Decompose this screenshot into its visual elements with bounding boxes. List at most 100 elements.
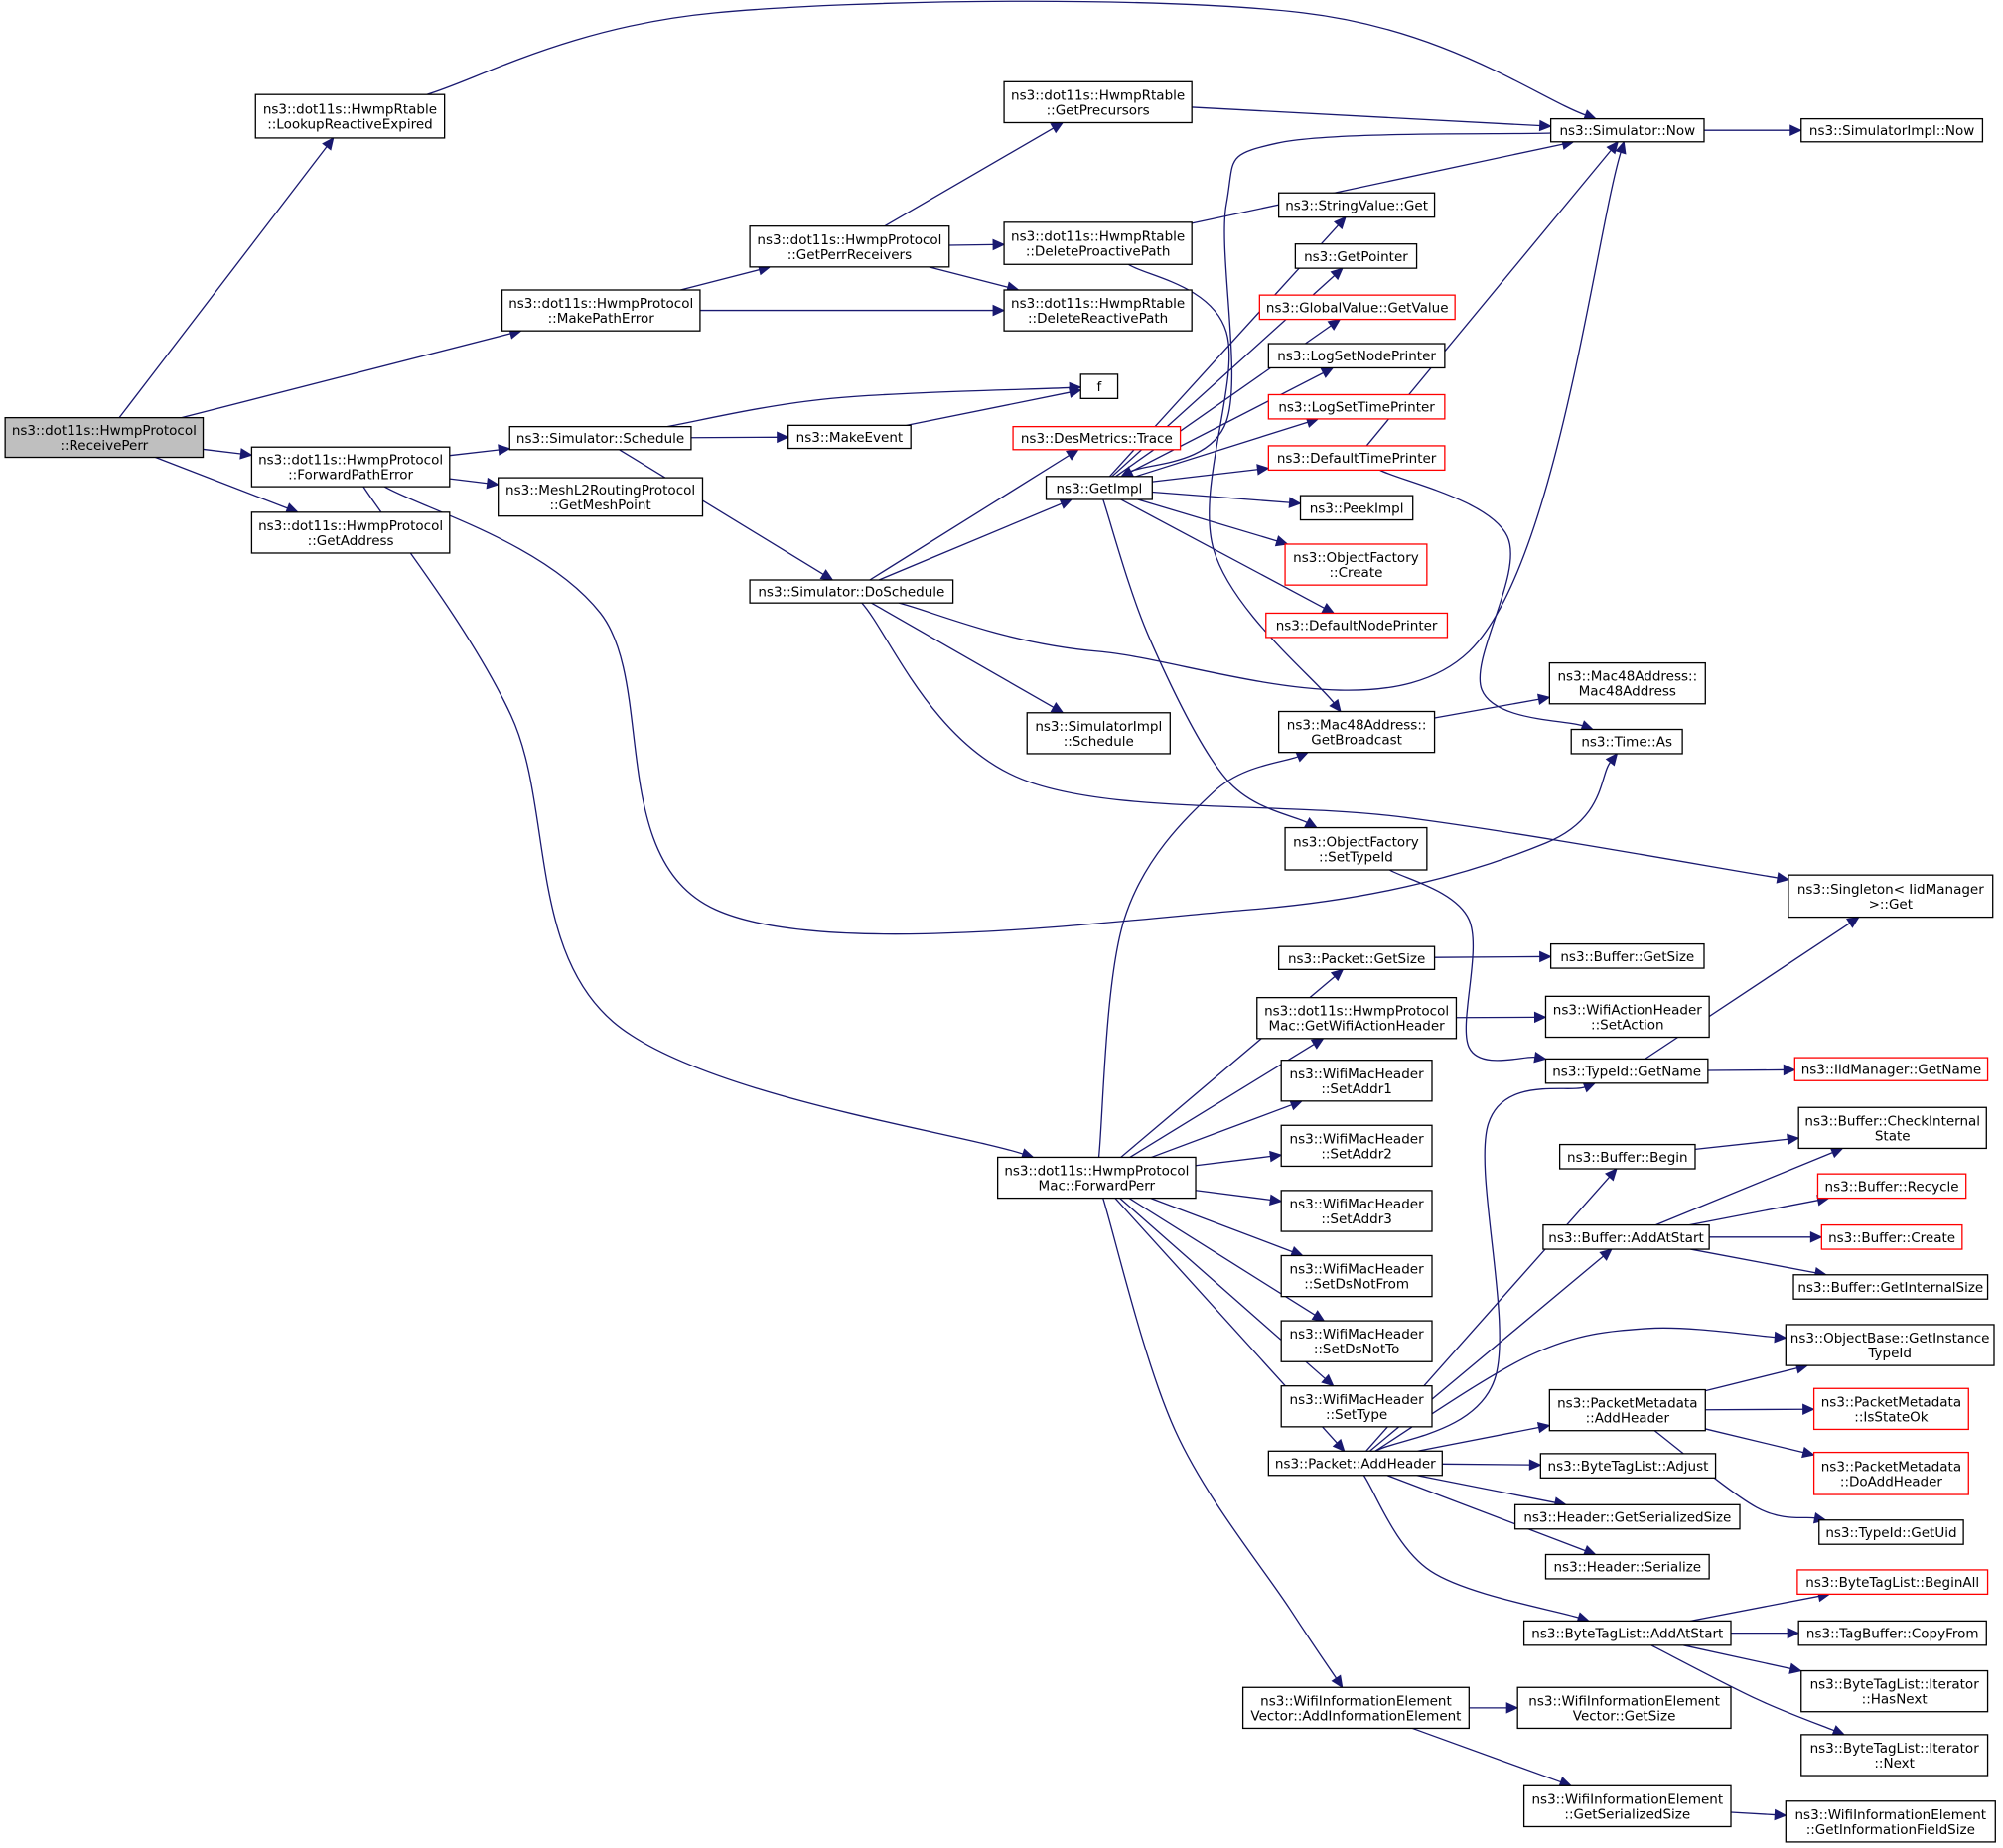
node-simulator-impl-now[interactable]: ns3::SimulatorImpl::Now — [1800, 117, 1984, 143]
node-byte-tag-list-begin-all[interactable]: ns3::ByteTagList::BeginAll — [1796, 1569, 1989, 1596]
node-box[interactable] — [1818, 1519, 1964, 1545]
node-box[interactable] — [1241, 1686, 1470, 1730]
node-box[interactable] — [1079, 373, 1119, 399]
node-singleton-get[interactable]: ns3::Singleton< IidManager>::Get — [1788, 874, 1994, 919]
node-get-wifi-action-header[interactable]: ns3::dot11s::HwmpProtocolMac::GetWifiAct… — [1256, 996, 1458, 1040]
node-box[interactable] — [1280, 1320, 1433, 1362]
node-box[interactable] — [1542, 1223, 1710, 1250]
node-get-address[interactable]: ns3::dot11s::HwmpProtocol::GetAddress — [250, 511, 451, 554]
node-box[interactable] — [250, 511, 451, 554]
node-receive-perr[interactable]: ns3::dot11s::HwmpProtocol::ReceivePerr — [4, 416, 205, 459]
node-mac48-address[interactable]: ns3::Mac48Address::Mac48Address — [1548, 661, 1706, 705]
node-wie-vector-get-size[interactable]: ns3::WifiInformationElementVector::GetSi… — [1516, 1686, 1732, 1730]
node-box[interactable] — [498, 477, 704, 517]
node-box[interactable] — [1792, 1274, 1989, 1300]
node-box[interactable] — [501, 289, 701, 332]
node-box[interactable] — [1544, 995, 1710, 1039]
node-forward-perr[interactable]: ns3::dot11s::HwmpProtocolMac::ForwardPer… — [996, 1156, 1197, 1200]
node-buffer-get-size[interactable]: ns3::Buffer::GetSize — [1549, 942, 1705, 969]
node-do-schedule[interactable]: ns3::Simulator::DoSchedule — [749, 579, 954, 604]
node-peek-impl[interactable]: ns3::PeekImpl — [1299, 495, 1414, 521]
node-packet-metadata-add-header[interactable]: ns3::PacketMetadata::AddHeader — [1548, 1388, 1706, 1432]
node-box[interactable] — [1267, 393, 1446, 420]
node-des-metrics-trace[interactable]: ns3::DesMetrics::Trace — [1012, 425, 1182, 451]
node-box[interactable] — [1549, 117, 1705, 143]
node-box[interactable] — [1788, 874, 1994, 919]
node-string-value-get[interactable]: ns3::StringValue::Get — [1277, 192, 1436, 218]
node-wie-get-serialized-size[interactable]: ns3::WifiInformationElement::GetSerializ… — [1522, 1784, 1732, 1828]
node-box[interactable] — [1513, 1503, 1741, 1530]
node-box[interactable] — [749, 225, 950, 268]
node-box[interactable] — [1284, 826, 1428, 871]
node-set-type[interactable]: ns3::WifiMacHeader::SetType — [1280, 1385, 1433, 1428]
node-box[interactable] — [1548, 661, 1706, 705]
node-wie-get-information-field-size[interactable]: ns3::WifiInformationElement::GetInformat… — [1785, 1800, 1996, 1843]
node-get-mesh-point[interactable]: ns3::MeshL2RoutingProtocol::GetMeshPoint — [498, 477, 704, 517]
node-iid-manager-get-name[interactable]: ns3::IidManager::GetName — [1793, 1057, 1989, 1081]
node-box[interactable] — [1280, 1060, 1433, 1102]
node-box[interactable] — [1812, 1451, 1969, 1495]
node-box[interactable] — [1277, 710, 1436, 754]
node-box[interactable] — [508, 425, 692, 451]
node-box[interactable] — [1284, 543, 1428, 586]
node-box[interactable] — [1280, 1190, 1433, 1232]
node-byte-tag-list-add-at-start[interactable]: ns3::ByteTagList::AddAtStart — [1522, 1620, 1732, 1646]
node-object-factory-create[interactable]: ns3::ObjectFactory::Create — [1284, 543, 1428, 586]
node-time-as[interactable]: ns3::Time::As — [1570, 728, 1683, 755]
node-log-set-time-printer[interactable]: ns3::LogSetTimePrinter — [1267, 393, 1446, 420]
node-box[interactable] — [787, 424, 912, 450]
node-box[interactable] — [250, 446, 451, 488]
node-tag-buffer-copy-from[interactable]: ns3::TagBuffer::CopyFrom — [1797, 1620, 1987, 1646]
node-simulator-now[interactable]: ns3::Simulator::Now — [1549, 117, 1705, 143]
node-box[interactable] — [1299, 495, 1414, 521]
node-box[interactable] — [1003, 221, 1193, 265]
node-add-information-element[interactable]: ns3::WifiInformationElementVector::AddIn… — [1241, 1686, 1470, 1730]
node-default-time-printer[interactable]: ns3::DefaultTimePrinter — [1267, 445, 1446, 472]
node-make-path-error[interactable]: ns3::dot11s::HwmpProtocol::MakePathError — [501, 289, 701, 332]
node-object-factory-set-type-id[interactable]: ns3::ObjectFactory::SetTypeId — [1284, 826, 1428, 871]
node-set-ds-not-to[interactable]: ns3::WifiMacHeader::SetDsNotTo — [1280, 1320, 1433, 1362]
node-get-perr-receivers[interactable]: ns3::dot11s::HwmpProtocol::GetPerrReceiv… — [749, 225, 950, 268]
node-box[interactable] — [1539, 1453, 1717, 1479]
node-packet-add-header[interactable]: ns3::Packet::AddHeader — [1267, 1450, 1443, 1477]
node-set-addr1[interactable]: ns3::WifiMacHeader::SetAddr1 — [1280, 1060, 1433, 1102]
node-set-addr2[interactable]: ns3::WifiMacHeader::SetAddr2 — [1280, 1124, 1433, 1168]
node-box[interactable] — [1516, 1686, 1732, 1730]
node-box[interactable] — [4, 416, 205, 459]
node-box[interactable] — [1549, 942, 1705, 969]
node-forward-path-error[interactable]: ns3::dot11s::HwmpProtocol::ForwardPathEr… — [250, 446, 451, 488]
node-box[interactable] — [1548, 1388, 1706, 1432]
node-box[interactable] — [1026, 712, 1171, 755]
node-buffer-get-internal-size[interactable]: ns3::Buffer::GetInternalSize — [1792, 1274, 1989, 1300]
node-buffer-begin[interactable]: ns3::Buffer::Begin — [1558, 1143, 1696, 1170]
node-box[interactable] — [996, 1156, 1197, 1200]
node-box[interactable] — [1522, 1784, 1732, 1828]
node-box[interactable] — [1800, 1669, 1989, 1713]
node-type-id-get-uid[interactable]: ns3::TypeId::GetUid — [1818, 1519, 1964, 1545]
node-default-node-printer[interactable]: ns3::DefaultNodePrinter — [1265, 612, 1449, 639]
node-box[interactable] — [1800, 1734, 1989, 1777]
node-make-event[interactable]: ns3::MakeEvent — [787, 424, 912, 450]
node-buffer-create[interactable]: ns3::Buffer::Create — [1820, 1223, 1963, 1250]
node-buffer-add-at-start[interactable]: ns3::Buffer::AddAtStart — [1542, 1223, 1710, 1250]
node-lookup-reactive-expired[interactable]: ns3::dot11s::HwmpRtable::LookupReactiveE… — [254, 93, 446, 139]
node-box[interactable] — [1267, 1450, 1443, 1477]
node-box[interactable] — [1797, 1106, 1987, 1150]
node-box[interactable] — [1267, 445, 1446, 472]
node-box[interactable] — [1003, 289, 1193, 332]
node-delete-proactive-path[interactable]: ns3::dot11s::HwmpRtable::DeleteProactive… — [1003, 221, 1193, 265]
node-packet-get-size[interactable]: ns3::Packet::GetSize — [1277, 945, 1436, 970]
node-box[interactable] — [1256, 996, 1458, 1040]
node-byte-tag-list-iterator-next[interactable]: ns3::ByteTagList::Iterator::Next — [1800, 1734, 1989, 1777]
node-get-pointer[interactable]: ns3::GetPointer — [1294, 243, 1418, 269]
node-box[interactable] — [1003, 80, 1193, 124]
node-box[interactable] — [1277, 945, 1436, 970]
node-box[interactable] — [1793, 1057, 1989, 1081]
node-box[interactable] — [1544, 1553, 1710, 1580]
node-delete-reactive-path[interactable]: ns3::dot11s::HwmpRtable::DeleteReactiveP… — [1003, 289, 1193, 332]
node-simulator-impl-schedule[interactable]: ns3::SimulatorImpl::Schedule — [1026, 712, 1171, 755]
node-buffer-recycle[interactable]: ns3::Buffer::Recycle — [1816, 1173, 1967, 1200]
node-box[interactable] — [1280, 1385, 1433, 1428]
node-box[interactable] — [1522, 1620, 1732, 1646]
